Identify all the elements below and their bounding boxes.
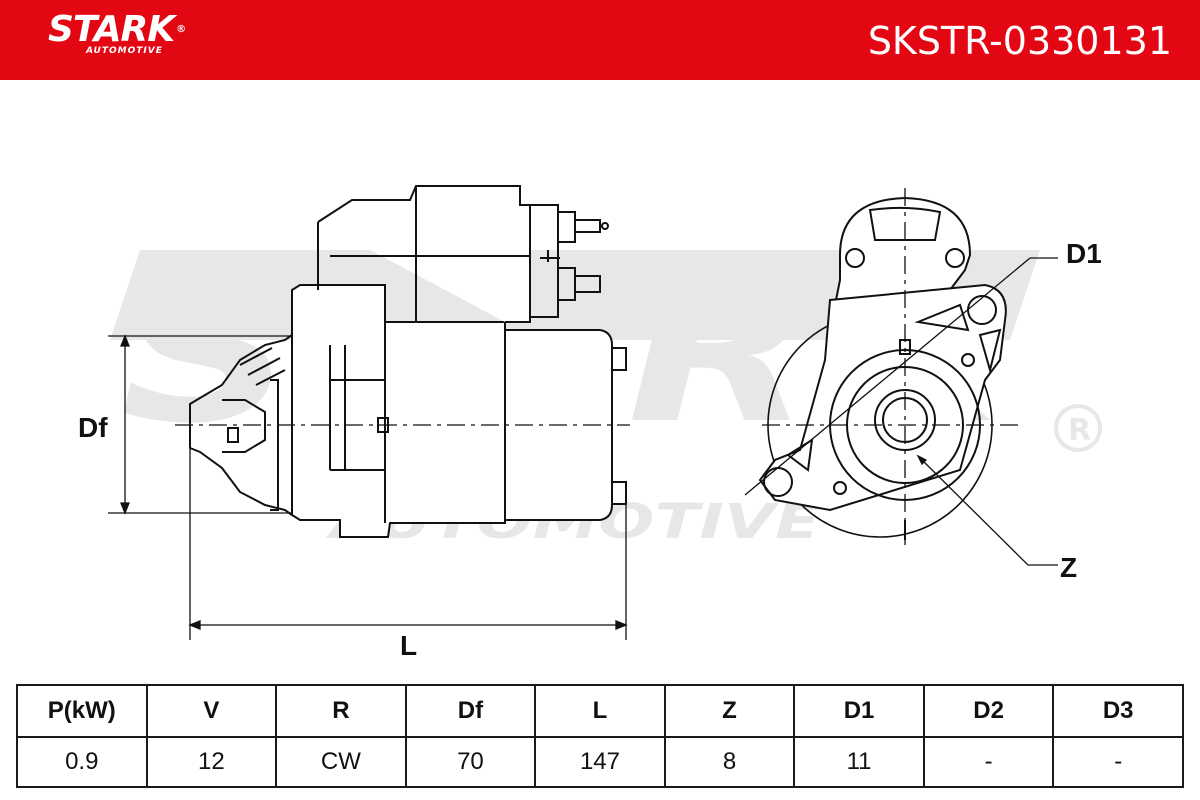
spec-header-row: P(kW) V R Df L Z D1 D2 D3	[16, 684, 1184, 738]
spec-value-voltage: 12	[145, 736, 278, 788]
brand-logo: STARK® AUTOMOTIVE	[48, 9, 186, 57]
spec-header-teeth: Z	[663, 684, 796, 738]
spec-header-rotation: R	[275, 684, 407, 738]
registered-icon: ®	[176, 24, 186, 35]
svg-text:R: R	[1068, 413, 1091, 448]
spec-header-power: P(kW)	[16, 684, 148, 738]
label-df: Df	[78, 412, 108, 443]
spec-value-teeth: 8	[663, 736, 796, 788]
side-dimensions	[108, 334, 630, 640]
end-dimensions	[744, 188, 1058, 566]
label-d1: D1	[1066, 238, 1102, 269]
spec-header-d3: D3	[1052, 684, 1184, 738]
spec-value-length: 147	[534, 736, 666, 788]
header-bar: STARK® AUTOMOTIVE SKSTR-0330131	[0, 0, 1200, 80]
label-z: Z	[1060, 552, 1077, 583]
spec-value-rotation: CW	[275, 736, 407, 788]
spec-value-d3: -	[1052, 736, 1184, 788]
spec-header-voltage: V	[145, 684, 278, 738]
technical-drawing: STARK AUTOMOTIVE R	[78, 185, 1102, 661]
part-number: SKSTR-0330131	[867, 19, 1172, 63]
spec-table: P(kW) V R Df L Z D1 D2 D3 0.9 12 CW 70 1…	[16, 684, 1184, 788]
brand-name: STARK	[48, 9, 175, 50]
spec-value-row: 0.9 12 CW 70 147 8 11 - -	[16, 736, 1184, 788]
spec-header-df: Df	[404, 684, 537, 738]
spec-header-length: L	[534, 684, 666, 738]
brand-subtitle: AUTOMOTIVE	[86, 46, 163, 56]
spec-header-d2: D2	[922, 684, 1055, 738]
spec-header-d1: D1	[793, 684, 925, 738]
spec-value-df: 70	[404, 736, 537, 788]
spec-value-power: 0.9	[16, 736, 148, 788]
label-l: L	[400, 630, 417, 661]
spec-value-d2: -	[922, 736, 1055, 788]
starter-side-view	[189, 185, 627, 538]
spec-value-d1: 11	[793, 736, 925, 788]
